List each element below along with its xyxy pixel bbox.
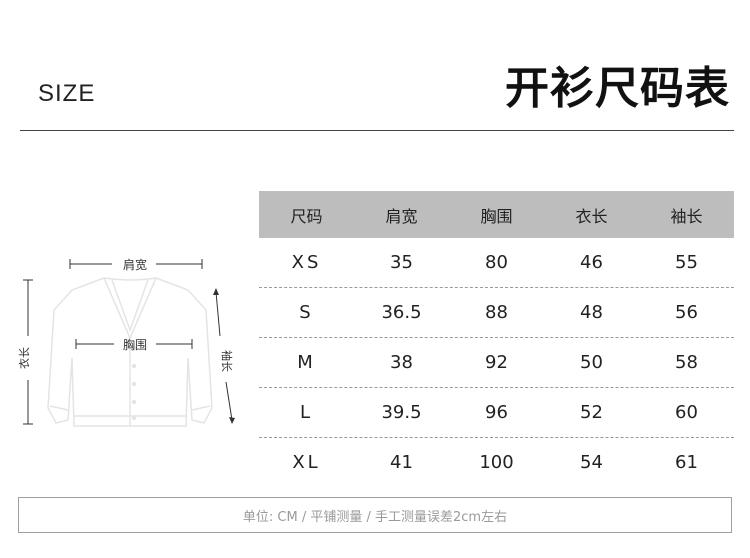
- table-row: XS 35 80 46 55: [259, 238, 734, 288]
- table-cell: L: [299, 402, 314, 423]
- table-cell: 100: [479, 452, 514, 473]
- size-label: SIZE: [38, 80, 96, 107]
- table-cell: 35: [390, 252, 413, 273]
- table-row: S 36.5 88 48 56: [259, 288, 734, 338]
- column-header-size: 尺码: [290, 206, 323, 226]
- column-header-sleeve: 袖长: [670, 206, 703, 226]
- column-header-chest: 胸围: [480, 206, 513, 226]
- table-cell: 96: [485, 402, 508, 423]
- table-cell: 55: [675, 252, 698, 273]
- table-cell: M: [297, 352, 316, 373]
- table-cell: 56: [675, 302, 698, 323]
- table-cell: XS: [291, 252, 322, 273]
- table-cell: 80: [485, 252, 508, 273]
- table-cell: 92: [485, 352, 508, 373]
- table-row: L 39.5 96 52 60: [259, 388, 734, 438]
- table-row: XL 41 100 54 61: [259, 438, 734, 487]
- table-cell: S: [299, 302, 314, 323]
- shoulder-label: 肩宽: [123, 257, 147, 272]
- cardigan-diagram: 肩宽 胸围 衣长 袖长: [17, 257, 235, 427]
- table-cell: 48: [580, 302, 603, 323]
- column-header-shoulder: 肩宽: [385, 206, 418, 226]
- table-cell: XL: [292, 452, 321, 473]
- table-cell: 52: [580, 402, 603, 423]
- length-label: 衣长: [17, 347, 31, 369]
- table-cell: 88: [485, 302, 508, 323]
- chest-label: 胸围: [123, 337, 147, 352]
- table-cell: 41: [390, 452, 413, 473]
- measurement-note: 单位: CM / 平铺测量 / 手工测量误差2cm左右: [18, 497, 732, 533]
- column-header-length: 衣长: [575, 206, 608, 226]
- size-table: 尺码 肩宽 胸围 衣长 袖长 XS 35 80 46 55 S 36.5 88 …: [259, 191, 734, 487]
- sleeve-label: 袖长: [220, 350, 234, 372]
- table-header: 尺码 肩宽 胸围 衣长 袖长: [259, 191, 734, 238]
- table-cell: 36.5: [381, 302, 422, 323]
- table-row: M 38 92 50 58: [259, 338, 734, 388]
- table-cell: 58: [675, 352, 698, 373]
- table-cell: 61: [675, 452, 698, 473]
- page-title: 开衫尺码表: [505, 63, 730, 114]
- table-cell: 46: [580, 252, 603, 273]
- table-cell: 39.5: [381, 402, 422, 423]
- header-divider: [20, 130, 734, 131]
- table-cell: 38: [390, 352, 413, 373]
- measurement-note-text: 单位: CM / 平铺测量 / 手工测量误差2cm左右: [242, 509, 508, 525]
- table-cell: 54: [580, 452, 603, 473]
- table-cell: 50: [580, 352, 603, 373]
- table-cell: 60: [675, 402, 698, 423]
